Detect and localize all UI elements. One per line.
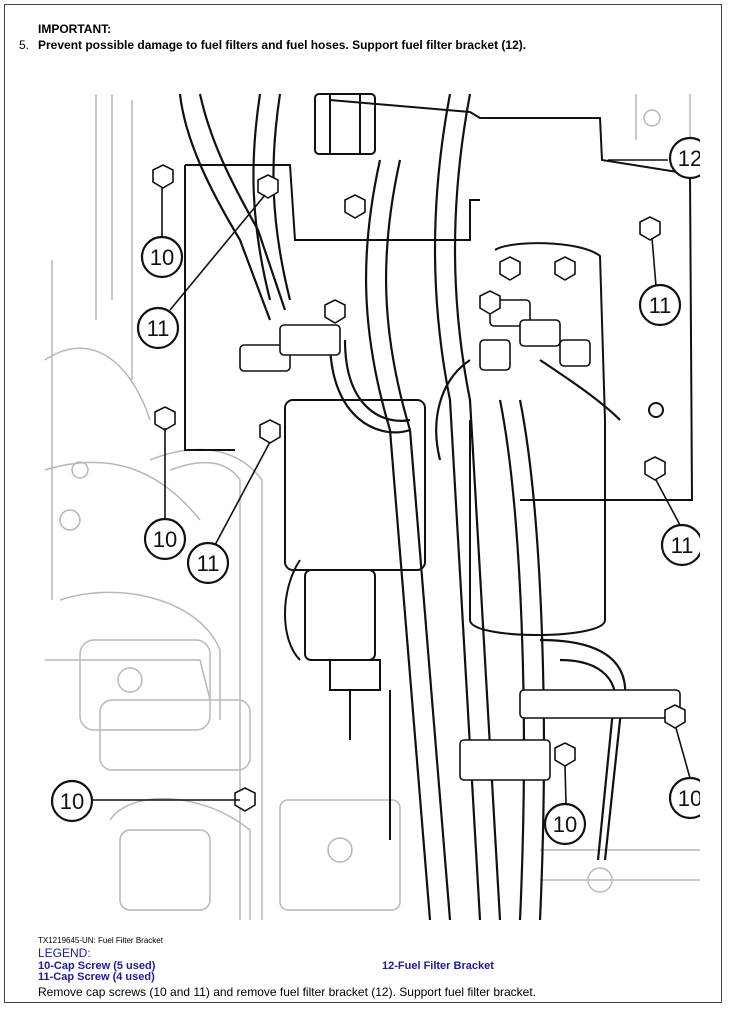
figure-caption: TX1219645-UN: Fuel Filter Bracket bbox=[38, 936, 163, 945]
legend-item-cap-screw-10: 10-Cap Screw (5 used) bbox=[38, 960, 156, 972]
cap-screw-heads bbox=[152, 164, 686, 812]
fittings bbox=[239, 299, 681, 781]
callout-11-b: 11 bbox=[649, 293, 672, 318]
callout-markers bbox=[50, 136, 700, 846]
step-number: 5. bbox=[19, 38, 30, 52]
top-connector bbox=[314, 93, 376, 155]
callout-10-d: 10 bbox=[553, 812, 577, 837]
fuel-filter-bracket-figure: 12 10 11 11 10 11 11 10 10 10 bbox=[44, 93, 700, 921]
legend-title: LEGEND: bbox=[38, 946, 91, 960]
step-text: Prevent possible damage to fuel filters … bbox=[38, 38, 527, 52]
callout-10-c: 10 bbox=[60, 789, 84, 814]
callout-10-e: 10 bbox=[678, 786, 700, 811]
callout-labels: 12 10 11 11 10 11 11 10 10 10 bbox=[60, 146, 700, 837]
callout-11-a: 11 bbox=[147, 316, 170, 341]
callout-11-d: 11 bbox=[671, 533, 694, 558]
page-frame bbox=[4, 4, 722, 1003]
filter-housing-right bbox=[469, 242, 606, 636]
background-engine-lines bbox=[44, 94, 700, 920]
callout-11-c: 11 bbox=[197, 551, 220, 576]
legend-item-fuel-filter-bracket: 12-Fuel Filter Bracket bbox=[382, 960, 494, 972]
filter-housing-left bbox=[284, 399, 426, 840]
instruction-text: Remove cap screws (10 and 11) and remove… bbox=[38, 985, 537, 999]
legend-item-cap-screw-11: 11-Cap Screw (4 used) bbox=[38, 971, 155, 983]
callout-12: 12 bbox=[678, 146, 700, 171]
important-label: IMPORTANT: bbox=[38, 22, 112, 36]
fuel-hoses bbox=[178, 93, 627, 921]
leader-lines bbox=[92, 159, 691, 805]
callout-10-b: 10 bbox=[153, 527, 177, 552]
callout-10-a: 10 bbox=[150, 245, 174, 270]
